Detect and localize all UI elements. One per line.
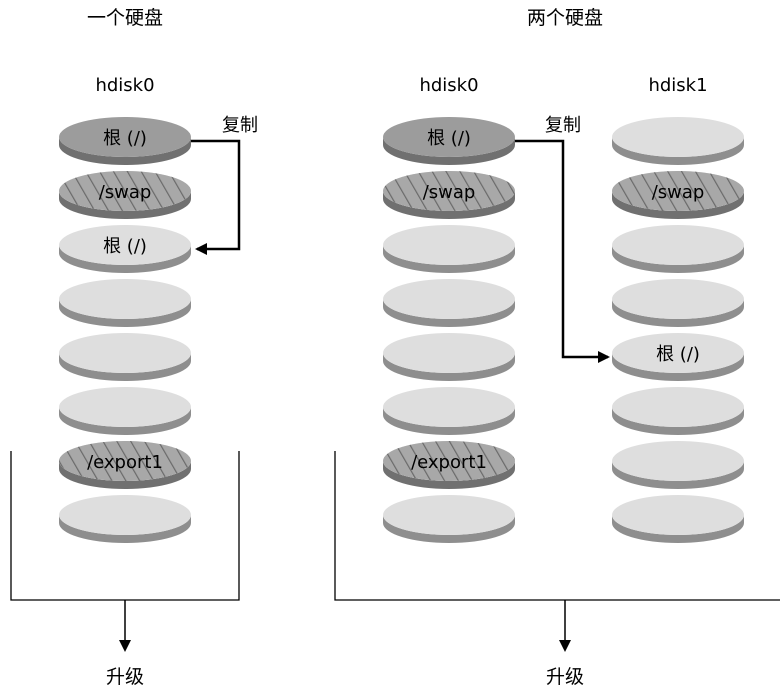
two-disks-hdisk0-slice-top — [383, 387, 515, 427]
two-disks-hdisk1-slice-top — [612, 333, 744, 373]
two-disks-hdisk0-slice-side — [383, 407, 515, 435]
one-disk-hdisk0-slice-side — [59, 191, 191, 219]
two-disks-hdisk1-slice-top — [612, 225, 744, 265]
two-disks-hdisk0-slice-hatch — [383, 441, 515, 481]
one-disk-hdisk0-slice-label: 根 (/) — [103, 236, 147, 257]
two-disks-hdisk1-stack: /swap 根 (/) — [612, 117, 744, 543]
two-disks-hdisk1-slice-side — [612, 245, 744, 273]
two-disks-hdisk1-slice-side — [612, 353, 744, 381]
one-disk-hdisk0-slice-hatch — [59, 171, 191, 211]
one-disk-hdisk0-slice-top — [59, 495, 191, 535]
two-disks-hdisk0-slice-side — [383, 137, 515, 165]
one-disk-hdisk0-slice-4 — [59, 333, 191, 381]
one-disk-hdisk0-slice-5 — [59, 387, 191, 435]
one-disk-hdisk0-slice-label: 根 (/) — [103, 128, 147, 149]
one-disk-hdisk0-slice-top — [59, 333, 191, 373]
one-disk-hdisk0-slice-side — [59, 245, 191, 273]
two-disks-hdisk0-slice-top — [383, 495, 515, 535]
two-disks-hdisk1-slice-1: /swap — [612, 171, 744, 219]
one-disk-hdisk0-slice-7 — [59, 495, 191, 543]
one-disk-hdisk0-slice-top — [59, 117, 191, 157]
one-disk-copy-label: 复制 — [222, 115, 258, 136]
two-disks-hdisk0-slice-0: 根 (/) — [383, 117, 515, 165]
two-disks-hdisk1-slice-label: /swap — [652, 182, 705, 203]
one-disk-hdisk0-slice-side — [59, 299, 191, 327]
one-disk-heading: 一个硬盘 — [87, 7, 163, 29]
two-disks-hdisk0-slice-7 — [383, 495, 515, 543]
one-disk-hdisk0-slice-side — [59, 407, 191, 435]
two-disks-hdisk0-slice-top — [383, 333, 515, 373]
two-disks-hdisk1-slice-hatch — [612, 171, 744, 211]
two-disks-upgrade-label: 升级 — [546, 666, 584, 688]
two-disks-hdisk0-slice-side — [383, 461, 515, 489]
one-disk-copy-arrow — [191, 139, 241, 255]
two-disks-hdisk1-slice-label: 根 (/) — [656, 344, 700, 365]
two-disks-hdisk1-slice-top — [612, 117, 744, 157]
two-disks-hdisk0-slice-side — [383, 245, 515, 273]
two-disks-hdisk0-slice-6: /export1 — [383, 441, 515, 489]
two-disks-hdisk1-slice-6 — [612, 441, 744, 489]
two-disks-hdisk0-stack: 根 (/) /swap/export1 — [383, 117, 515, 543]
two-disks-hdisk1-slice-2 — [612, 225, 744, 273]
one-disk-hdisk0-slice-side — [59, 137, 191, 165]
two-disks-hdisk1-slice-top — [612, 495, 744, 535]
one-disk-hdisk0-slice-side — [59, 461, 191, 489]
two-disks-hdisk0-slice-5 — [383, 387, 515, 435]
two-disks-hdisk0-slice-side — [383, 191, 515, 219]
two-disks-hdisk1-slice-side — [612, 137, 744, 165]
two-disks-hdisk0-slice-label: /swap — [423, 182, 476, 203]
one-disk-hdisk0-slice-top — [59, 225, 191, 265]
one-disk-hdisk0-slice-0: 根 (/) — [59, 117, 191, 165]
two-disks-hdisk0-slice-hatch — [383, 171, 515, 211]
two-disks-hdisk1-slice-side — [612, 515, 744, 543]
two-disks-hdisk1-label: hdisk1 — [648, 75, 707, 96]
two-disks-hdisk0-slice-top — [383, 279, 515, 319]
two-disks-hdisk0-slice-label: /export1 — [411, 452, 487, 473]
two-disks-hdisk1-slice-7 — [612, 495, 744, 543]
two-disks-copy-arrow — [515, 139, 610, 363]
two-disks-hdisk1-slice-side — [612, 407, 744, 435]
one-disk-hdisk0-slice-1: /swap — [59, 171, 191, 219]
one-disk-hdisk0-slice-2: 根 (/) — [59, 225, 191, 273]
one-disk-hdisk0-stack: 根 (/) /swap 根 (/) /export1 — [59, 117, 191, 543]
one-disk-hdisk0-slice-hatch — [59, 441, 191, 481]
two-disks-hdisk0-slice-4 — [383, 333, 515, 381]
one-disk-hdisk0-slice-label: /swap — [99, 182, 152, 203]
one-disk-hdisk0-slice-top — [59, 387, 191, 427]
two-disks-hdisk1-slice-top — [612, 441, 744, 481]
two-disks-hdisk0-slice-1: /swap — [383, 171, 515, 219]
two-disks-hdisk0-slice-label: 根 (/) — [427, 128, 471, 149]
two-disks-hdisk1-slice-4: 根 (/) — [612, 333, 744, 381]
two-disks-hdisk1-slice-5 — [612, 387, 744, 435]
two-disks-hdisk0-slice-side — [383, 299, 515, 327]
one-disk-hdisk0-slice-label: /export1 — [87, 452, 163, 473]
one-disk-hdisk0-slice-side — [59, 515, 191, 543]
two-disks-hdisk1-slice-3 — [612, 279, 744, 327]
one-disk-hdisk0-slice-top — [59, 279, 191, 319]
one-disk-hdisk0-slice-side — [59, 353, 191, 381]
one-disk-hdisk0-slice-6: /export1 — [59, 441, 191, 489]
one-disk-upgrade-label: 升级 — [106, 666, 144, 688]
two-disks-upgrade-bracket — [334, 451, 780, 601]
two-disks-hdisk0-slice-side — [383, 353, 515, 381]
two-disks-hdisk0-label: hdisk0 — [419, 75, 478, 96]
two-disks-hdisk1-slice-top — [612, 387, 744, 427]
two-disks-hdisk0-slice-side — [383, 515, 515, 543]
one-disk-hdisk0-label: hdisk0 — [95, 75, 154, 96]
two-disks-copy-label: 复制 — [545, 115, 581, 136]
two-disks-hdisk0-slice-3 — [383, 279, 515, 327]
two-disks-hdisk1-slice-top — [612, 279, 744, 319]
two-disks-hdisk1-slice-side — [612, 299, 744, 327]
two-disks-hdisk1-slice-0 — [612, 117, 744, 165]
two-disks-heading: 两个硬盘 — [527, 7, 603, 29]
two-disks-hdisk0-slice-top — [383, 225, 515, 265]
one-disk-hdisk0-slice-3 — [59, 279, 191, 327]
two-disks-hdisk1-slice-side — [612, 461, 744, 489]
two-disks-hdisk1-slice-side — [612, 191, 744, 219]
two-disks-hdisk0-slice-top — [383, 117, 515, 157]
two-disks-hdisk0-slice-2 — [383, 225, 515, 273]
